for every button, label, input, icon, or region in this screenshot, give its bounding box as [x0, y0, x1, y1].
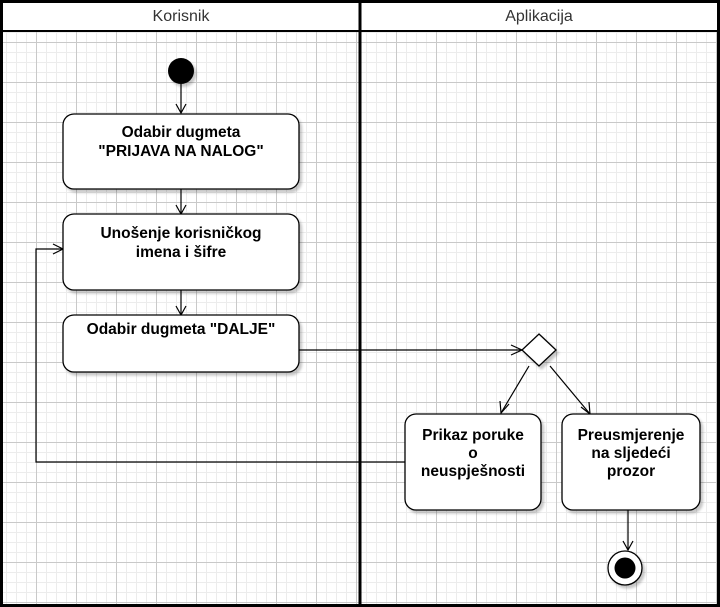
- action-label: "PRIJAVA NA NALOG": [98, 143, 263, 160]
- action-select-next: Odabir dugmeta "DALJE": [62, 314, 300, 373]
- action-label: prozor: [607, 463, 655, 480]
- action-label: neuspješnosti: [421, 463, 525, 480]
- action-redirect: Preusmjerenje na sljedeći prozor: [561, 413, 701, 511]
- action-failure-message: Prikaz poruke o neuspješnosti: [404, 413, 542, 511]
- lane-title-korisnik: Korisnik: [153, 8, 211, 25]
- lane-header-korisnik: [0, 0, 360, 32]
- arrowhead: [622, 540, 634, 552]
- action-enter-credentials: Unošenje korisničkog imena i šifre: [62, 213, 300, 291]
- action-label: Odabir dugmeta: [122, 124, 241, 141]
- lane-header-aplikacija: [360, 0, 720, 32]
- arrowhead: [499, 400, 510, 415]
- flow-decision-to-redirect: [549, 365, 591, 415]
- lane-title-aplikacija: Aplikacija: [505, 8, 573, 25]
- action-label: na sljedeći: [591, 445, 670, 462]
- flow-decision-to-failure: [500, 365, 530, 414]
- action-label: Unošenje korisničkog: [100, 225, 261, 242]
- end-node: [607, 550, 643, 586]
- action-select-login: Odabir dugmeta "PRIJAVA NA NALOG": [62, 113, 300, 190]
- action-label: o: [468, 445, 477, 462]
- action-label: Preusmjerenje: [578, 427, 685, 444]
- start-node: [168, 58, 194, 84]
- flow-failure-back-to-credentials: [35, 248, 405, 463]
- decision-node: [521, 333, 557, 367]
- arrowhead: [175, 103, 187, 115]
- action-label: imena i šifre: [136, 244, 227, 261]
- action-label: Prikaz poruke: [422, 427, 524, 444]
- action-label: Odabir dugmeta "DALJE": [87, 321, 276, 338]
